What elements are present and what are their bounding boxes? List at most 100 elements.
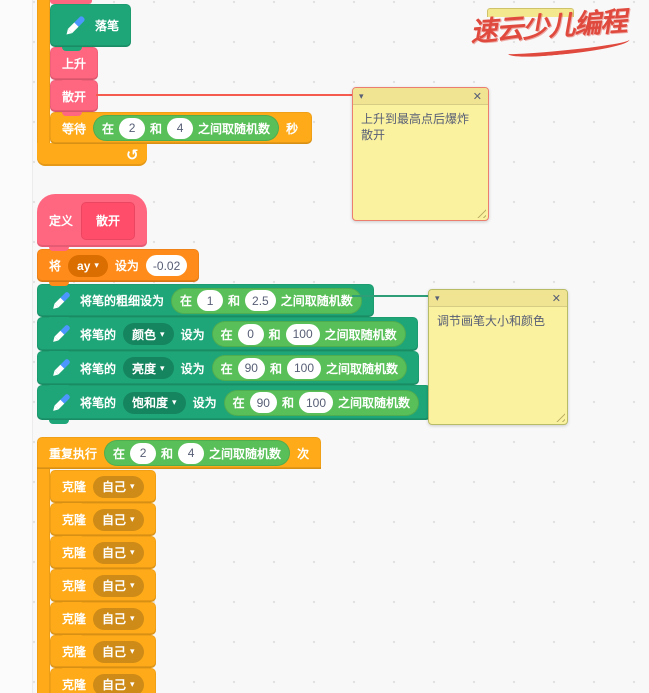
comment-close-icon[interactable]: ✕ bbox=[551, 292, 561, 305]
clone-target-dropdown[interactable]: 自己 ▾ bbox=[93, 541, 144, 564]
clone-target-dropdown[interactable]: 自己 ▾ bbox=[93, 508, 144, 531]
block-label: 克隆 bbox=[62, 645, 87, 659]
comment-resize-handle[interactable] bbox=[476, 208, 486, 218]
pen-brightness-block[interactable]: 将笔的 亮度 ▾ 设为 在 90 和 100 之间取随机数 bbox=[37, 351, 420, 389]
chevron-down-icon: ▾ bbox=[130, 514, 135, 524]
clone-block[interactable]: 克隆 自己 ▾ bbox=[50, 635, 156, 672]
clone-target: 自己 bbox=[102, 645, 127, 659]
value-input[interactable]: -0.02 bbox=[145, 255, 188, 276]
comment-collapse-icon[interactable]: ▾ bbox=[359, 90, 364, 101]
random-min-input[interactable]: 0 bbox=[237, 323, 264, 345]
random-max-input[interactable]: 100 bbox=[285, 323, 320, 345]
wait-block[interactable]: 等待 在 2 和 4 之间取随机数 秒 bbox=[50, 112, 313, 148]
clone-target-dropdown[interactable]: 自己 ▾ bbox=[93, 673, 144, 693]
set-variable-block[interactable]: 将 ay ▾ 设为 -0.02 bbox=[37, 249, 200, 286]
comment-collapse-icon[interactable]: ▾ bbox=[435, 292, 440, 303]
clone-target-dropdown[interactable]: 自己 ▾ bbox=[93, 640, 144, 663]
clone-block[interactable]: 克隆 自己 ▾ bbox=[50, 602, 156, 639]
pen-down-block[interactable]: 落笔 bbox=[50, 4, 132, 51]
random-min-input[interactable]: 90 bbox=[249, 392, 277, 413]
clone-block[interactable]: 克隆 自己 ▾ bbox=[50, 668, 156, 693]
pen-size-block[interactable]: 将笔的粗细设为 在 1 和 2.5 之间取随机数 bbox=[37, 284, 374, 321]
random-min-input[interactable]: 1 bbox=[197, 290, 224, 311]
pen-icon bbox=[53, 325, 70, 342]
pen-saturation-block[interactable]: 将笔的 饱和度 ▾ 设为 在 90 和 100 之间取随机数 bbox=[37, 385, 432, 424]
forever-loop-left-arm[interactable] bbox=[37, 0, 50, 144]
pick-random-block[interactable]: 在 90 和 100 之间取随机数 bbox=[223, 389, 420, 416]
pick-random-block[interactable]: 在 2 和 4 之间取随机数 bbox=[93, 115, 280, 141]
block-label: 设为 bbox=[192, 396, 217, 410]
scatter-block[interactable]: 散开 bbox=[50, 80, 99, 116]
clone-target-dropdown[interactable]: 自己 ▾ bbox=[93, 607, 144, 630]
pick-random-block[interactable]: 在 90 和 100 之间取随机数 bbox=[211, 355, 408, 381]
define-label: 定义 bbox=[49, 214, 74, 228]
forever-loop-bottom[interactable]: ↻ bbox=[37, 143, 147, 166]
pen-attribute-dropdown[interactable]: 饱和度 ▾ bbox=[123, 391, 186, 414]
comment-close-icon[interactable]: ✕ bbox=[472, 90, 482, 103]
palette-edge bbox=[0, 0, 33, 693]
rise-block[interactable]: 上升 bbox=[50, 47, 99, 84]
loop-arrow-icon: ↻ bbox=[126, 146, 139, 164]
clone-target: 自己 bbox=[102, 513, 127, 527]
pick-random-block[interactable]: 在 0 和 100 之间取随机数 bbox=[211, 321, 406, 347]
random-min-input[interactable]: 2 bbox=[119, 117, 146, 139]
repeat-loop-left-arm[interactable] bbox=[37, 469, 50, 693]
random-max-input[interactable]: 100 bbox=[286, 357, 321, 379]
random-min-input[interactable]: 90 bbox=[237, 357, 265, 379]
comment-text[interactable]: 上升到最高点后爆炸散开 bbox=[361, 112, 470, 143]
random-max-input[interactable]: 4 bbox=[178, 442, 205, 464]
comment-header[interactable]: ▾ ✕ bbox=[353, 88, 488, 105]
clone-block[interactable]: 克隆 自己 ▾ bbox=[50, 470, 156, 507]
comment-connector-line bbox=[96, 94, 352, 96]
chevron-down-icon: ▾ bbox=[130, 580, 135, 590]
variable-dropdown[interactable]: ay ▾ bbox=[68, 254, 108, 277]
block-label: 克隆 bbox=[62, 480, 87, 494]
pen-attribute-dropdown[interactable]: 颜色 ▾ bbox=[123, 323, 174, 345]
block-label: 将 bbox=[49, 259, 62, 273]
rand-in-label: 在 bbox=[102, 121, 115, 136]
rand-and-label: 和 bbox=[268, 327, 281, 342]
comment-text[interactable]: 调节画笔大小和颜色 bbox=[437, 314, 546, 328]
repeat-block[interactable]: 重复执行 在 2 和 4 之间取随机数 次 bbox=[37, 437, 322, 469]
clone-block[interactable]: 克隆 自己 ▾ bbox=[50, 536, 156, 573]
block-label: 落笔 bbox=[95, 19, 120, 33]
rand-tail-label: 之间取随机数 bbox=[198, 121, 271, 136]
pen-attribute-dropdown[interactable]: 亮度 ▾ bbox=[123, 357, 174, 379]
chevron-down-icon: ▾ bbox=[160, 328, 165, 339]
cut-off-block[interactable] bbox=[50, 0, 92, 4]
pen-color-block[interactable]: 将笔的 颜色 ▾ 设为 在 0 和 100 之间取随机数 bbox=[37, 317, 418, 355]
random-max-input[interactable]: 4 bbox=[167, 117, 194, 139]
pick-random-block[interactable]: 在 2 和 4 之间取随机数 bbox=[104, 440, 291, 466]
block-label: 克隆 bbox=[62, 579, 87, 593]
clone-block[interactable]: 克隆 自己 ▾ bbox=[50, 569, 156, 606]
comment-connector-line bbox=[352, 295, 428, 297]
comment-note[interactable]: ▾ ✕ 上升到最高点后爆炸散开 bbox=[352, 87, 489, 221]
random-max-input[interactable]: 100 bbox=[298, 392, 333, 413]
clone-target-dropdown[interactable]: 自己 ▾ bbox=[93, 574, 144, 597]
attribute-name: 亮度 bbox=[132, 361, 157, 376]
pick-random-block[interactable]: 在 1 和 2.5 之间取随机数 bbox=[171, 287, 362, 314]
random-min-input[interactable]: 2 bbox=[130, 442, 157, 464]
random-max-input[interactable]: 2.5 bbox=[245, 290, 276, 311]
block-label: 克隆 bbox=[62, 513, 87, 527]
rand-tail-label: 之间取随机数 bbox=[209, 446, 282, 461]
comment-note[interactable]: ▾ ✕ 调节画笔大小和颜色 bbox=[428, 289, 568, 425]
comment-resize-handle[interactable] bbox=[555, 412, 565, 422]
chevron-down-icon: ▾ bbox=[130, 613, 135, 623]
rand-and-label: 和 bbox=[281, 396, 294, 410]
clone-target-dropdown[interactable]: 自己 ▾ bbox=[93, 475, 144, 498]
rand-in-label: 在 bbox=[113, 446, 126, 461]
clone-block[interactable]: 克隆 自己 ▾ bbox=[50, 503, 156, 540]
rand-tail-label: 之间取随机数 bbox=[324, 327, 397, 342]
rand-in-label: 在 bbox=[220, 361, 233, 376]
chevron-down-icon: ▾ bbox=[160, 362, 165, 373]
define-hat-block[interactable]: 定义 散开 bbox=[37, 194, 148, 251]
block-label: 上升 bbox=[62, 57, 87, 71]
block-label: 克隆 bbox=[62, 678, 87, 692]
block-label: 将笔的 bbox=[80, 327, 117, 342]
comment-header[interactable]: ▾ ✕ bbox=[429, 290, 567, 307]
custom-block-prototype[interactable]: 散开 bbox=[81, 201, 136, 240]
block-label: 将笔的粗细设为 bbox=[80, 294, 165, 308]
block-label: 散开 bbox=[62, 89, 87, 104]
